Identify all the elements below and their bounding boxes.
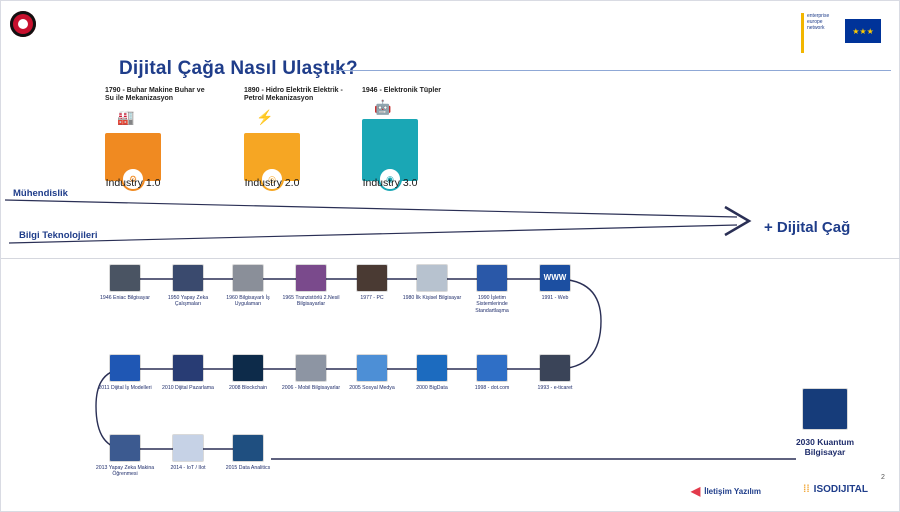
timeline-item: 2006 - Mobil Bilgisayarlar [281, 355, 341, 391]
arrow-logo-icon: ◀ [691, 484, 701, 498]
digital-marketing-icon [173, 355, 203, 381]
machine-learning-icon [110, 435, 140, 461]
tablet-icon [296, 355, 326, 381]
industry-3-caption: 1946 - Elektronik Tüpler [362, 87, 441, 94]
data-analytics-icon [233, 435, 263, 461]
timeline-item: 1998 - dot.com [462, 355, 522, 391]
timeline-item: 1980 İlk Kişisel Bilgisayar [402, 265, 462, 301]
section-divider [1, 258, 900, 259]
social-media-icon [357, 355, 387, 381]
server-icon [233, 265, 263, 291]
dots-logo-icon: ⁞⁞ [803, 484, 810, 495]
gear-logo-icon [10, 11, 36, 37]
pc-icon [357, 265, 387, 291]
timeline-item: 2014 - IoT / IIot [158, 435, 218, 471]
os-icon [477, 265, 507, 291]
ai-icon [173, 265, 203, 291]
timeline-item: 2013 Yapay Zeka Makina Öğrenmesi [95, 435, 155, 478]
timeline-item: 2011 Dijital İş Modelleri [95, 355, 155, 391]
timeline-item: 1990 İşletim Sistemlerinde Standartlaşma [462, 265, 522, 314]
bus-icon: ◎ [260, 167, 284, 191]
industry-1-box: ⚙ [105, 133, 161, 191]
eu-flag-icon: ★★★ [845, 19, 881, 43]
robot-arm-icon: 🤖 [374, 99, 392, 115]
gears-icon: ⚙ [121, 167, 145, 191]
een-logo: enterprise europe network [801, 13, 841, 53]
digital-business-icon [110, 355, 140, 381]
blockchain-icon [233, 355, 263, 381]
page-number: 2 [881, 474, 885, 481]
quantum-label: 2030 Kuantum Bilgisayar [795, 437, 855, 457]
iletisim-logo: ◀ İletişim Yazılım [691, 484, 762, 498]
chip-icon: ◉ [378, 167, 402, 191]
timeline-item: 2005 Sosyal Medya [342, 355, 402, 391]
www-icon: WWW [540, 265, 570, 291]
timeline-item: 2008 Blockchain [218, 355, 278, 391]
eniac-icon [110, 265, 140, 291]
industry-2-box: ◎ [244, 133, 300, 191]
partner-logos: enterprise europe network ★★★ [801, 13, 883, 55]
industry-3-box: ◉ [362, 119, 418, 191]
industry-2-name: Industry 2.0 [244, 177, 300, 189]
iot-icon [173, 435, 203, 461]
dotcom-icon [477, 355, 507, 381]
industry-2-caption: 1890 - Hidro Elektrik Elektrik - Petrol … [244, 87, 343, 102]
digital-age-label: + Dijital Çağ [764, 219, 851, 236]
isodijital-logo: ⁞⁞ ISODIJITAL [803, 484, 868, 495]
factory-icon: 🏭 [117, 109, 135, 125]
quantum-item: 2030 Kuantum Bilgisayar [791, 389, 859, 457]
timeline-item: 2010 Dijital Pazarlama [158, 355, 218, 391]
timeline-item: 1977 - PC [342, 265, 402, 301]
industry-3-name: Industry 3.0 [362, 177, 418, 189]
assembly-line-icon: ⚡ [256, 109, 274, 125]
timeline-item: WWW 1991 - Web [525, 265, 585, 301]
timeline-item: 1960 Bilgisayarlı İş Uygulamarı [218, 265, 278, 308]
it-label: Bilgi Teknolojileri [19, 230, 98, 241]
quantum-computer-icon [803, 389, 847, 429]
personal-computer-icon [417, 265, 447, 291]
title-underline [331, 70, 891, 71]
timeline-item: 1965 Tranzistörlü 2.Nesil Bilgisayarlar [281, 265, 341, 308]
bigdata-icon [417, 355, 447, 381]
timeline-item: 2000 BigData [402, 355, 462, 391]
industry-1-name: Industry 1.0 [105, 177, 161, 189]
timeline-item: 1950 Yapay Zeka Çalışmaları [158, 265, 218, 308]
ecommerce-icon [540, 355, 570, 381]
industry-1-caption: 1790 - Buhar Makine Buhar ve Su ile Meka… [105, 87, 205, 102]
timeline-item: 2015 Data Analitics [218, 435, 278, 471]
timeline-item: 1993 - e-ticaret [525, 355, 585, 391]
transistor-icon [296, 265, 326, 291]
engineering-label: Mühendislik [13, 188, 68, 199]
timeline-item: 1946 Eniac Bilgisayar [95, 265, 155, 301]
page-title: Dijital Çağa Nasıl Ulaştık? [119, 58, 358, 79]
convergence-lines [4, 199, 752, 244]
